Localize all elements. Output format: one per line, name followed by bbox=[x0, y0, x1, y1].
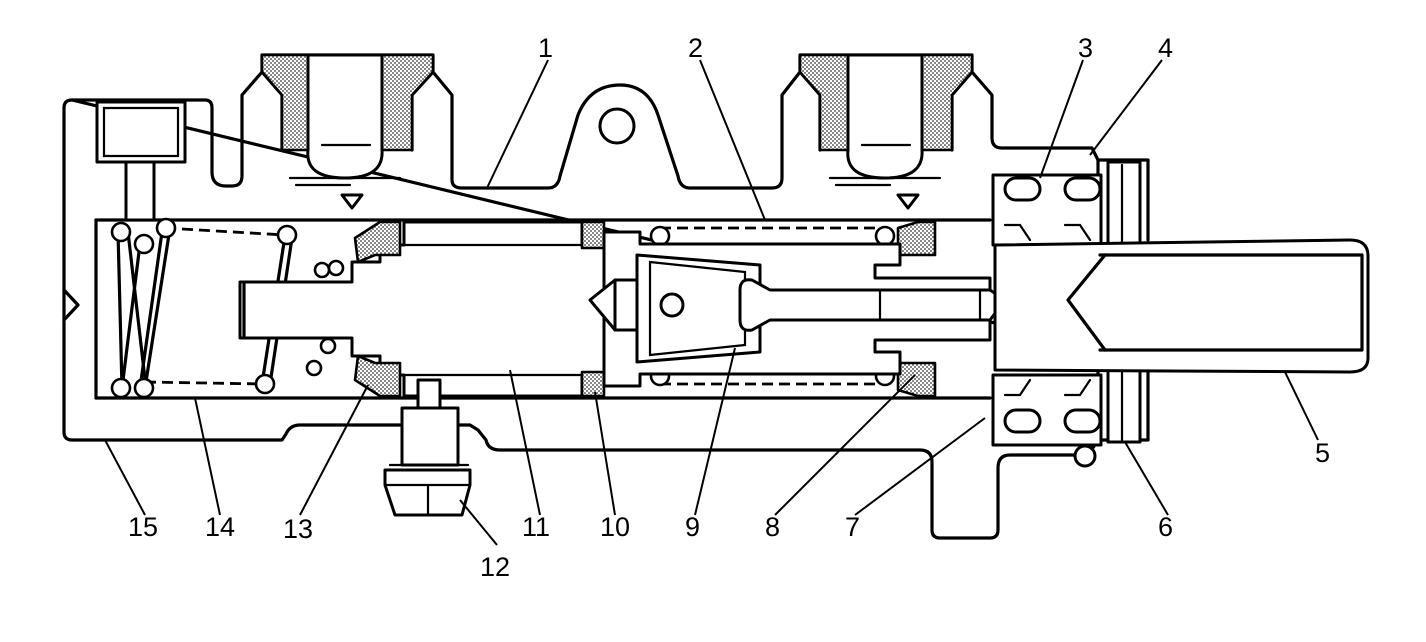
seal-8 bbox=[896, 361, 937, 398]
callout-14: 14 bbox=[205, 512, 235, 542]
callout-2: 2 bbox=[688, 33, 703, 63]
callout-15: 15 bbox=[128, 512, 158, 542]
callout-4: 4 bbox=[1158, 33, 1173, 63]
cap-plug bbox=[95, 100, 187, 222]
seal-13 bbox=[353, 354, 402, 398]
seal-8-upper bbox=[896, 220, 937, 257]
body-ball bbox=[1073, 444, 1097, 468]
callout-3: 3 bbox=[1078, 33, 1093, 63]
callout-11: 11 bbox=[522, 512, 550, 542]
callout-10: 10 bbox=[600, 512, 630, 542]
callout-5: 5 bbox=[1315, 438, 1330, 468]
callout-8: 8 bbox=[765, 512, 780, 542]
seal-10 bbox=[580, 370, 606, 398]
callout-13: 13 bbox=[283, 514, 313, 544]
spring-retainer-9 bbox=[588, 253, 762, 364]
reservoir-grommet-rear bbox=[260, 53, 435, 210]
mount-hole bbox=[598, 107, 636, 145]
reservoir-grommet-front bbox=[798, 53, 974, 210]
bleeder-valve-12 bbox=[383, 378, 472, 517]
callout-6: 6 bbox=[1158, 512, 1173, 542]
callout-9: 9 bbox=[685, 512, 700, 542]
callout-12: 12 bbox=[480, 552, 510, 582]
cylinder-body bbox=[62, 53, 1150, 540]
secondary-piston-11 bbox=[238, 220, 606, 398]
leader-lines bbox=[104, 59, 1319, 546]
push-rod-5 bbox=[993, 238, 1370, 374]
seal-13-upper bbox=[353, 220, 402, 264]
callout-7: 7 bbox=[845, 512, 860, 542]
return-spring-14 bbox=[110, 217, 345, 399]
seal-10-upper bbox=[580, 220, 606, 250]
callout-1: 1 bbox=[538, 33, 553, 63]
